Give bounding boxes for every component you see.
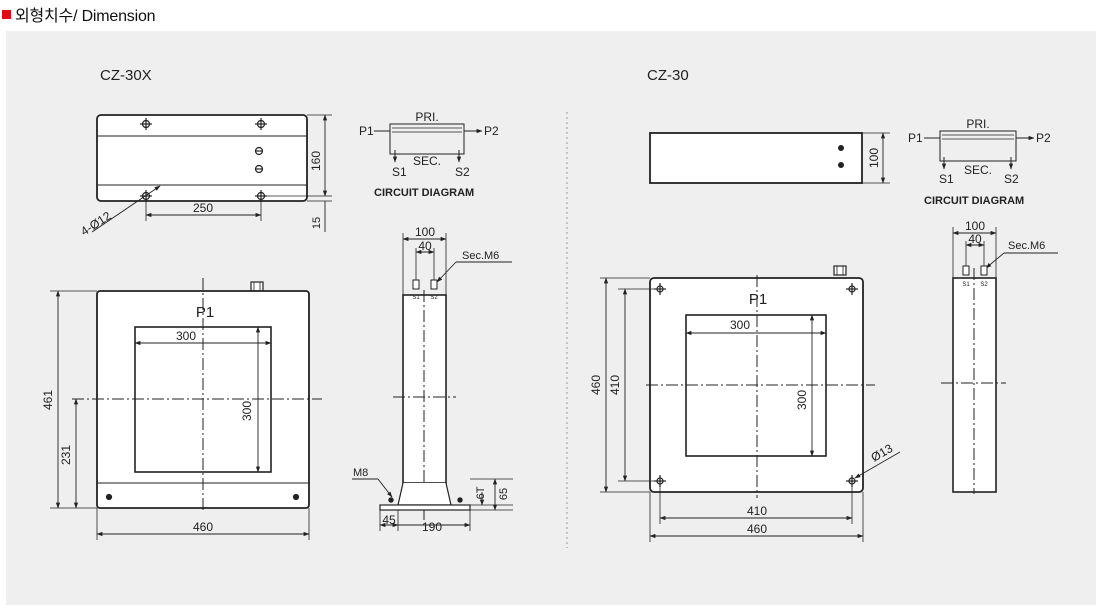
dim-window-h-right: 300 (795, 390, 809, 410)
dim-6t: 6T (475, 486, 487, 499)
cz30x-circuit-diagram (374, 123, 483, 163)
mount-label-m8: M8 (353, 467, 368, 479)
model-label-cz30: CZ-30 (647, 67, 689, 84)
dim-100-left: 100 (415, 225, 435, 239)
section-header: 외형치수/ Dimension (2, 3, 156, 25)
circuit-p2-right: P2 (1036, 131, 1051, 145)
dim-460-vertical-right: 460 (589, 375, 603, 395)
dim-40-right: 40 (968, 232, 982, 246)
dim-40-left: 40 (418, 239, 432, 253)
circuit-s2-left: S2 (455, 165, 470, 179)
dim-holes: 4-Ø12 (78, 208, 114, 238)
cz30x-side-view (352, 233, 513, 531)
cz30x-front-view (50, 278, 322, 540)
terminal-s2-left: S2 (430, 295, 438, 301)
dim-160: 160 (309, 151, 323, 171)
dim-460-right: 460 (747, 522, 767, 536)
terminal-label-left: Sec.M6 (462, 250, 499, 262)
circuit-p1-left: P1 (359, 124, 374, 138)
cz30-circuit-diagram (924, 130, 1035, 170)
dim-45: 45 (382, 513, 396, 527)
circuit-p1-right: P1 (908, 131, 923, 145)
circuit-pri-right: PRI. (966, 117, 989, 131)
dim-460-left: 460 (193, 520, 213, 534)
circuit-pri-left: PRI. (415, 110, 438, 124)
circuit-p2-left: P2 (484, 124, 499, 138)
terminal-s1-right: S1 (962, 282, 970, 288)
circuit-s2-right: S2 (1004, 172, 1019, 186)
cz30x-top-view (91, 114, 332, 233)
dim-100-top-right: 100 (867, 148, 881, 168)
circuit-caption-left: CIRCUIT DIAGRAM (374, 187, 474, 199)
dim-250: 250 (193, 201, 213, 215)
dim-231: 231 (59, 445, 73, 465)
dim-461: 461 (41, 390, 55, 410)
red-square-icon (2, 9, 11, 19)
circuit-sec-right: SEC. (964, 163, 992, 177)
terminal-s2-right: S2 (980, 282, 988, 288)
dim-15: 15 (311, 217, 323, 229)
dim-window-w-left: 300 (176, 329, 196, 343)
dim-hole-dia: Ø13 (869, 441, 896, 465)
circuit-caption-right: CIRCUIT DIAGRAM (924, 195, 1024, 207)
dim-410-vertical-right: 410 (608, 375, 622, 395)
dim-65: 65 (498, 488, 510, 500)
dim-100-right: 100 (965, 219, 985, 233)
cz30-front-view (600, 265, 901, 542)
terminal-s1-left: S1 (412, 295, 420, 301)
front-label-p1-right: P1 (749, 291, 767, 308)
drawing-panel: CZ-30X 250 160 15 4-Ø12 (6, 31, 1096, 605)
circuit-sec-left: SEC. (413, 154, 441, 168)
dim-window-w-right: 300 (730, 318, 750, 332)
cz30-top-view (649, 132, 890, 184)
dim-190: 190 (422, 520, 442, 534)
dimension-drawing: CZ-30X 250 160 15 4-Ø12 (41, 67, 1058, 548)
circuit-s1-right: S1 (939, 172, 954, 186)
circuit-s1-left: S1 (392, 165, 407, 179)
section-title: 외형치수/ Dimension (15, 8, 156, 25)
cz30-side-view (941, 227, 1058, 494)
model-label-cz30x: CZ-30X (100, 67, 152, 84)
terminal-label-right: Sec.M6 (1008, 240, 1045, 252)
dim-410-right: 410 (747, 504, 767, 518)
front-label-p1-left: P1 (196, 304, 214, 321)
dim-window-h-left: 300 (240, 401, 254, 421)
